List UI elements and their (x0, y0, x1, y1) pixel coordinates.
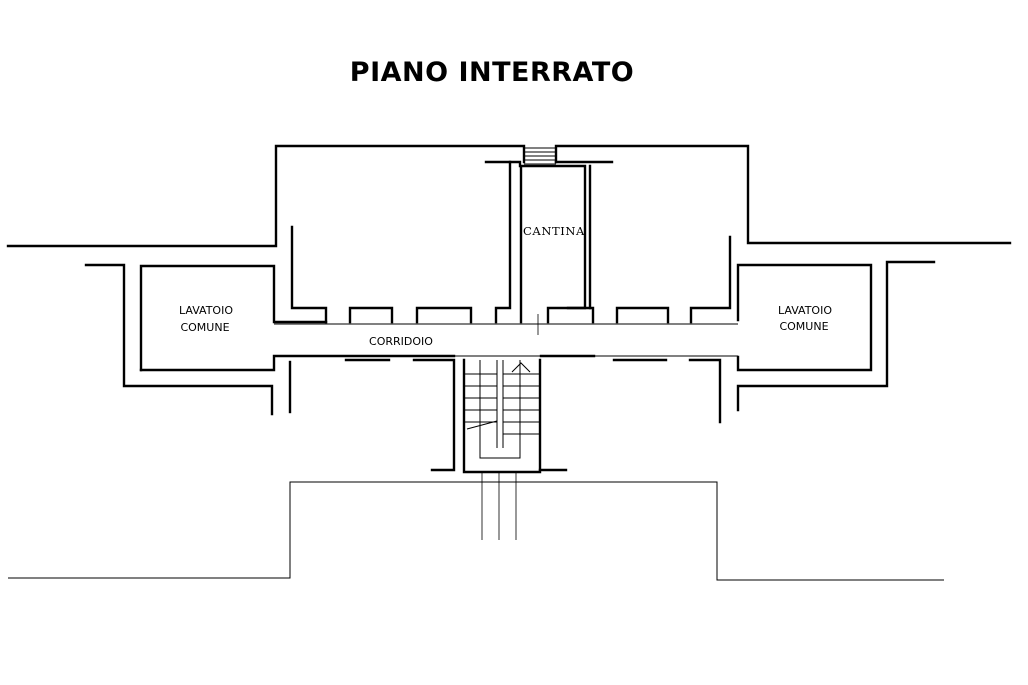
corridoio-walls (274, 323, 738, 472)
lavatoio-left-label-line2: COMUNE (180, 321, 229, 334)
outer-walls (6, 144, 1012, 416)
lavatoio-right-label-line1: LAVATOIO (778, 304, 832, 317)
lavatoio-left-label-line1: LAVATOIO (179, 304, 233, 317)
central-stairwell (462, 358, 568, 540)
right-cellar-room (546, 164, 732, 324)
lavatoio-right-label-line2: COMUNE (779, 320, 828, 333)
top-access-steps (524, 147, 556, 165)
lower-building-outline (8, 481, 944, 581)
corridoio-label: CORRIDOIO (369, 335, 433, 348)
cantina-label: CANTINA (523, 224, 585, 238)
lavatoio-right-room (736, 263, 873, 372)
plan-title: PIANO INTERRATO (350, 57, 634, 88)
left-cellar-room (290, 160, 512, 324)
lavatoio-left-room (139, 264, 456, 372)
